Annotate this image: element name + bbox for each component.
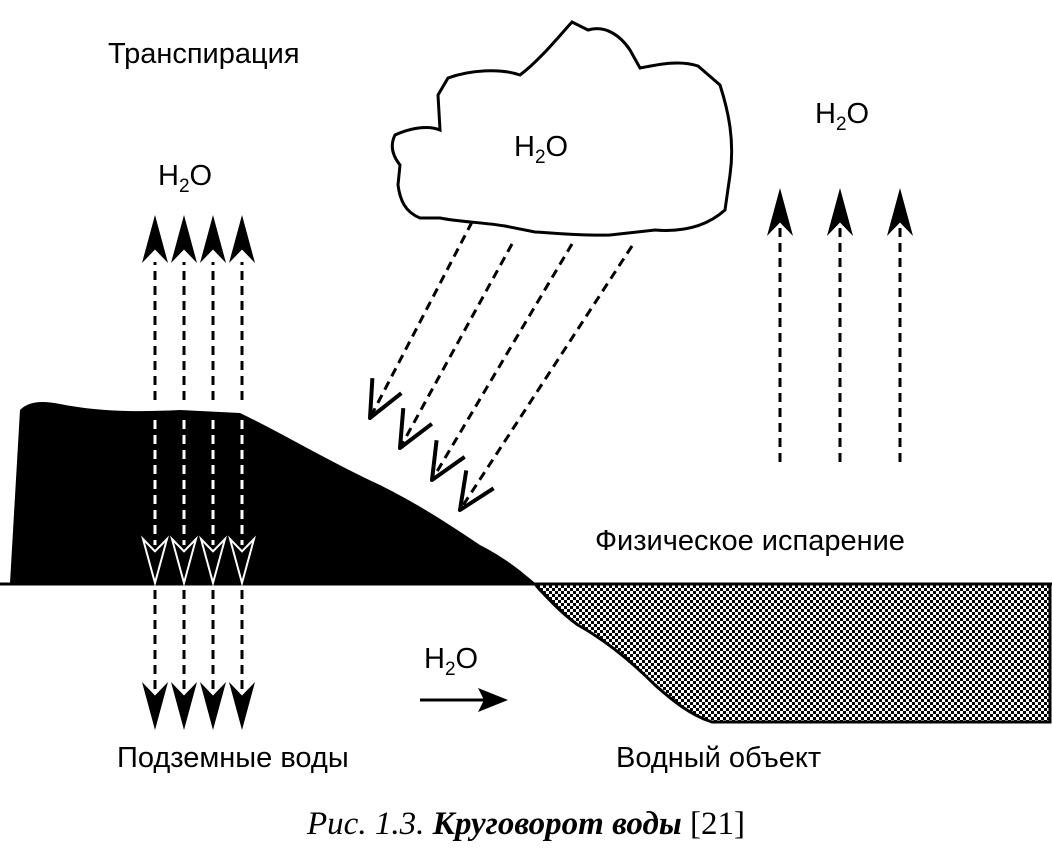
precipitation-shaft-1 bbox=[368, 221, 474, 419]
groundwater-arrowhead-1 bbox=[142, 682, 168, 730]
precipitation-shaft-3 bbox=[430, 243, 574, 481]
groundwater-arrowhead-2 bbox=[171, 682, 197, 730]
h2o-label-cloud: H2O bbox=[514, 131, 569, 168]
physical-evaporation-label: Физическое испарение bbox=[595, 525, 905, 557]
precipitation-shaft-4 bbox=[458, 245, 634, 511]
precipitation-shaft-2 bbox=[398, 243, 514, 449]
transpiration-arrowhead-down-3 bbox=[199, 535, 227, 587]
transpiration-arrowhead-down-4 bbox=[228, 535, 256, 587]
groundwater-label: Подземные воды bbox=[117, 742, 349, 774]
transpiration-arrowhead-up-4 bbox=[229, 215, 255, 263]
transpiration-label: Транспирация bbox=[108, 38, 300, 70]
runoff-arrow bbox=[420, 688, 508, 712]
caption-ref: [21] bbox=[681, 806, 745, 842]
h2o-label-evaporation: H2O bbox=[815, 98, 870, 135]
water-body bbox=[531, 582, 1052, 724]
transpiration-arrowhead-down-2 bbox=[170, 535, 198, 587]
groundwater-arrows bbox=[142, 590, 255, 730]
groundwater-arrowhead-4 bbox=[229, 682, 255, 730]
transpiration-arrowhead-down-1 bbox=[141, 535, 169, 587]
evaporation-arrowhead-3 bbox=[887, 188, 913, 236]
transpiration-arrows bbox=[141, 215, 256, 587]
caption-prefix: Рис. 1.3. bbox=[307, 806, 433, 842]
land-mass bbox=[10, 402, 535, 583]
precipitation-arrows bbox=[368, 221, 634, 512]
transpiration-arrowhead-up-3 bbox=[200, 215, 226, 263]
transpiration-arrowhead-up-2 bbox=[171, 215, 197, 263]
cloud bbox=[390, 20, 734, 237]
water-body-label: Водный объект bbox=[616, 742, 822, 774]
precipitation-arrowhead-3 bbox=[430, 440, 466, 482]
precipitation-arrowhead-1 bbox=[368, 377, 403, 420]
precipitation-arrowhead-2 bbox=[398, 407, 434, 450]
h2o-label-transpiration: H2O bbox=[158, 160, 213, 197]
evaporation-arrowhead-2 bbox=[827, 188, 853, 236]
figure-caption: Рис. 1.3. Круговорот воды [21] bbox=[0, 808, 1052, 841]
groundwater-arrowhead-3 bbox=[200, 682, 226, 730]
evaporation-arrowhead-1 bbox=[767, 188, 793, 236]
h2o-label-runoff: H2O bbox=[424, 643, 479, 680]
evaporation-arrows bbox=[767, 188, 913, 462]
caption-title: Круговорот воды bbox=[432, 806, 682, 842]
transpiration-arrowhead-up-1 bbox=[142, 215, 168, 263]
precipitation-arrowhead-4 bbox=[458, 470, 495, 512]
